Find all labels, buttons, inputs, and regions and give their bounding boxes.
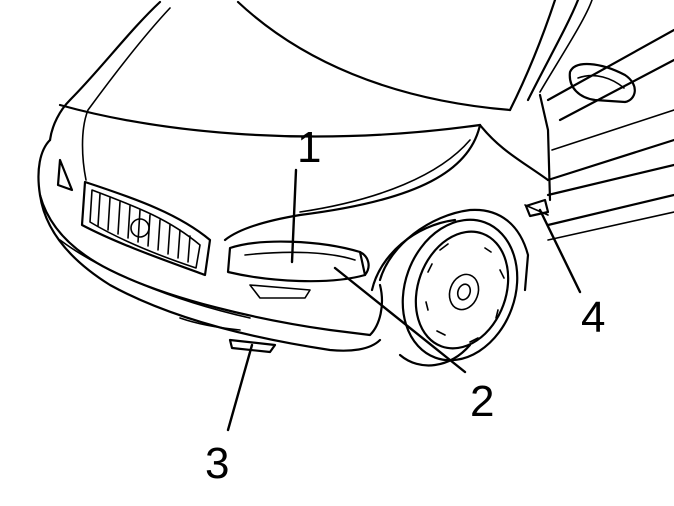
side-marker [524,198,550,218]
callout-numbers: 1 2 3 4 [205,123,605,488]
callout-1: 1 [297,123,321,172]
leader-line-2 [333,266,467,374]
front-wheel [398,218,519,367]
leader-line-3 [226,343,254,432]
front-fender [370,123,550,292]
windshield [508,0,593,202]
fog-light [228,338,277,354]
leader-line-1 [290,168,298,264]
callout-4: 4 [581,293,605,342]
callout-3: 3 [205,439,229,488]
callout-2: 2 [470,377,494,426]
side-mirror [568,62,636,104]
leader-line-4 [538,208,582,294]
hood [48,0,512,242]
headlight [226,240,370,283]
leader-lines [226,168,582,432]
grille [80,180,212,277]
front-bumper [37,138,384,352]
